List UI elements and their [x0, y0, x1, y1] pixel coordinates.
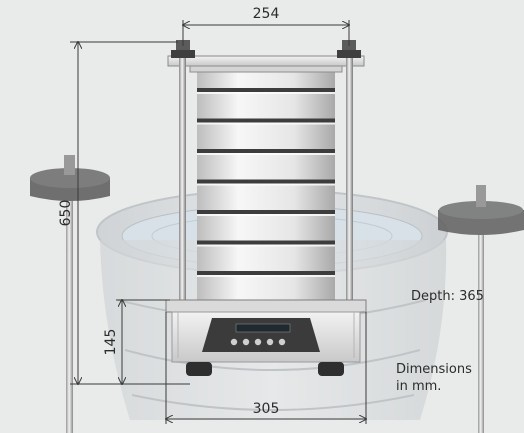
- depth-note: Depth: 365: [411, 289, 484, 304]
- left-foot: [186, 362, 212, 376]
- sieve-rim: [197, 179, 335, 184]
- sieve-rim: [197, 118, 335, 123]
- sieve-rim: [197, 240, 335, 245]
- top-width-label: 254: [253, 6, 280, 22]
- sieve-rim-highlight: [197, 244, 335, 247]
- top-clamp-bar: [167, 55, 365, 67]
- base-plate: [165, 299, 367, 313]
- sieve-rim-highlight: [197, 214, 335, 216]
- control-panel: [202, 318, 320, 352]
- sieve-rim-highlight: [197, 153, 335, 155]
- base-width-label: 305: [253, 401, 280, 417]
- sieve-rim: [197, 271, 335, 275]
- sieve-rim: [197, 88, 335, 92]
- left-tension-rod: [179, 58, 186, 304]
- sieve-rim-highlight: [197, 183, 335, 186]
- total-height-label: 650: [58, 200, 74, 227]
- sieve-rim: [197, 149, 335, 153]
- sieve-rim-highlight: [197, 92, 335, 94]
- control-buttons: [230, 338, 286, 346]
- right-clamp-knob: [438, 185, 524, 433]
- base-height-label: 145: [103, 329, 119, 356]
- left-clamp-knob: [30, 155, 110, 433]
- sieve-rim-highlight: [197, 122, 335, 125]
- right-tension-rod: [346, 58, 353, 304]
- right-foot: [318, 362, 344, 376]
- units-note-line-2: in mm.: [396, 379, 441, 394]
- units-note-line-1: Dimensions: [396, 362, 472, 377]
- dimension-lines: [70, 20, 366, 424]
- sieve-shaker: [165, 40, 367, 376]
- sieve-rim: [197, 210, 335, 214]
- display-screen: [235, 323, 291, 333]
- sieve-rim-highlight: [197, 275, 335, 277]
- sieve-stack: [197, 70, 335, 302]
